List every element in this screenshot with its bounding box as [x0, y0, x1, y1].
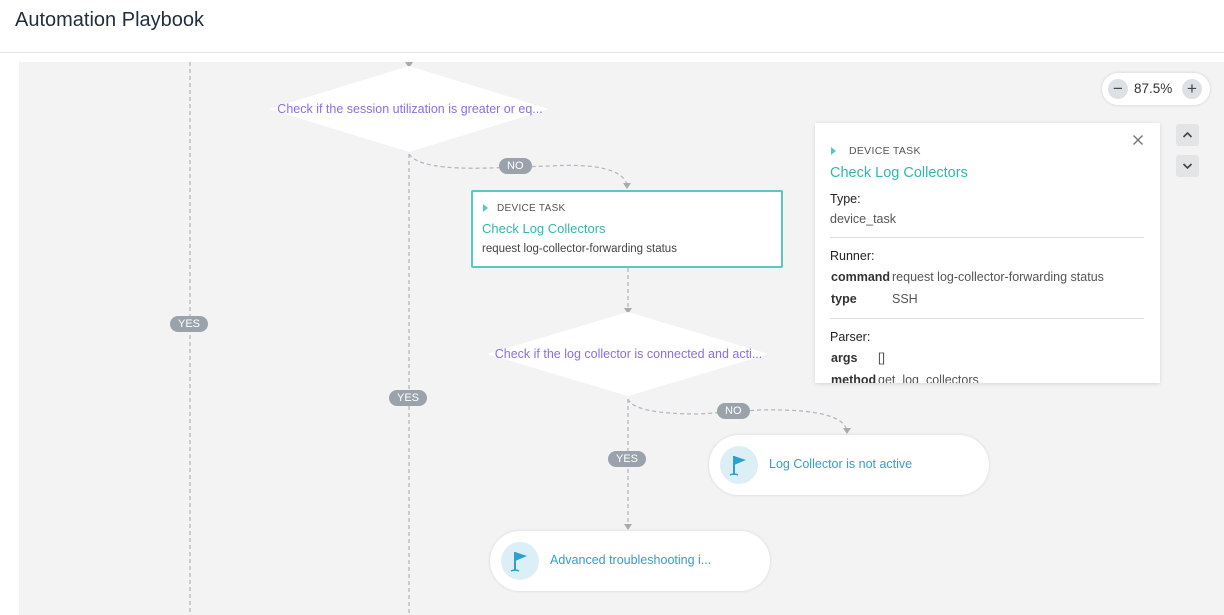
- decision1-diamond: [269, 66, 549, 152]
- zoom-level: 87.5%: [1134, 81, 1173, 96]
- previous-button[interactable]: [1176, 124, 1199, 146]
- end-node-label: Log Collector is not active: [769, 457, 913, 471]
- command-value: request log-collector-forwarding status: [892, 270, 1104, 284]
- close-icon[interactable]: [1132, 133, 1144, 151]
- task-kind: DEVICE TASK: [497, 203, 566, 214]
- next-button[interactable]: [1176, 155, 1199, 177]
- flow-connectors: [189, 62, 851, 615]
- panel-kind: DEVICE TASK: [849, 145, 921, 157]
- decision1-label[interactable]: Check if the session utilization is grea…: [277, 102, 543, 116]
- arrow-top: [405, 62, 413, 68]
- expand-triangle-icon[interactable]: [483, 204, 488, 212]
- end-node-advanced[interactable]: Advanced troubleshooting i...: [490, 531, 770, 591]
- task-title: Check Log Collectors: [482, 221, 606, 236]
- zoom-in-button[interactable]: +: [1182, 79, 1202, 99]
- type-key: type: [831, 292, 857, 306]
- method-key: method: [831, 373, 877, 383]
- playbook-canvas[interactable]: Check if the session utilization is grea…: [19, 62, 1224, 615]
- task-node-check-log-collectors[interactable]: DEVICE TASK Check Log Collectors request…: [471, 190, 783, 268]
- zoom-control: − 87.5% +: [1102, 73, 1210, 105]
- end-node-label: Advanced troubleshooting i...: [550, 553, 712, 567]
- args-value: []: [878, 351, 885, 365]
- yes-label-left: YES: [170, 316, 209, 332]
- command-key: command: [831, 270, 891, 284]
- type-label: Type:: [830, 192, 861, 206]
- connector-no2: [627, 398, 848, 433]
- arrow-no2: [843, 428, 851, 434]
- method-value: get_log_collectors: [878, 373, 979, 383]
- arrow-task: [624, 308, 632, 314]
- runner-label: Runner:: [830, 249, 875, 263]
- expand-triangle-icon[interactable]: [831, 147, 836, 155]
- zoom-out-button[interactable]: −: [1108, 79, 1128, 99]
- divider: [830, 318, 1144, 319]
- task-subtitle: request log-collector-forwarding status: [482, 243, 677, 255]
- no-label-1: NO: [499, 158, 532, 174]
- panel-title: Check Log Collectors: [830, 165, 968, 181]
- page-title: Automation Playbook: [15, 9, 205, 31]
- parser-label: Parser:: [830, 330, 871, 344]
- args-key: args: [831, 351, 858, 365]
- flag-icon: [720, 446, 758, 484]
- type-value: device_task: [830, 212, 897, 226]
- flag-icon: [501, 542, 539, 580]
- end-node-not-active[interactable]: Log Collector is not active: [709, 435, 989, 495]
- no-label-2: NO: [717, 403, 750, 419]
- yes-label-mid: YES: [389, 390, 428, 406]
- page-header: Automation Playbook: [0, 0, 1224, 53]
- type-key-value: SSH: [892, 292, 918, 306]
- divider: [830, 237, 1144, 238]
- decision2-label[interactable]: Check if the log collector is connected …: [494, 347, 763, 361]
- arrow-yes-bottom: [624, 524, 632, 530]
- decision2-diamond: [487, 312, 769, 396]
- yes-label-bottom: YES: [608, 451, 647, 467]
- chevron-down-icon: [1182, 163, 1193, 170]
- arrow-no1: [623, 183, 631, 189]
- chevron-up-icon: [1182, 131, 1193, 138]
- task-details-panel: DEVICE TASK Check Log Collectors Type: d…: [815, 123, 1160, 383]
